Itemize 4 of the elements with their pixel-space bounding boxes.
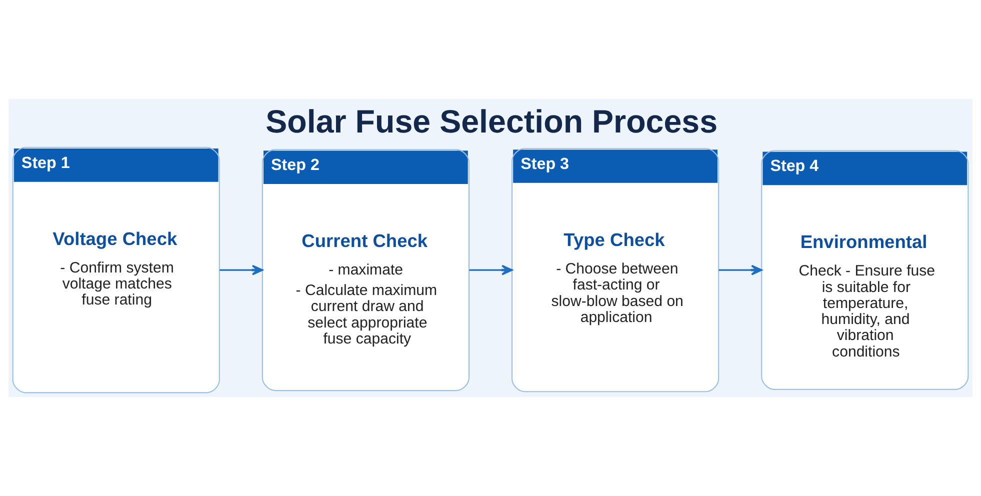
arrow (220, 264, 264, 276)
arrow (469, 264, 513, 276)
diagram-title: Solar Fuse Selection Process (266, 103, 718, 140)
arrow (718, 264, 762, 276)
